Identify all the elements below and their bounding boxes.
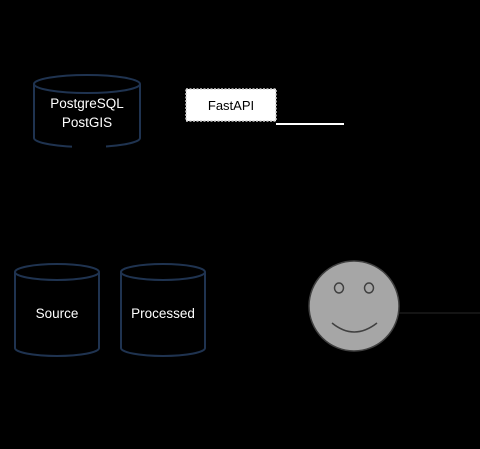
right-eye [363, 282, 375, 294]
postgres-connector-stub [72, 143, 106, 148]
processed-store: Processed [120, 263, 206, 357]
fastapi-label: FastAPI [208, 98, 254, 113]
source-cylinder-top [14, 263, 100, 281]
processed-cylinder-body [120, 272, 206, 357]
left-eye [333, 282, 345, 294]
smiley-face-icon [308, 260, 480, 352]
postgres-database: PostgreSQL PostGIS [33, 74, 141, 148]
processed-cylinder-top [120, 263, 206, 281]
face-circle [308, 260, 400, 352]
source-label: Source [36, 306, 79, 321]
smile-mouth [331, 322, 378, 333]
fastapi-box [185, 88, 277, 122]
postgres-label: PostgreSQL [50, 96, 124, 111]
processed-label: Processed [131, 306, 195, 321]
fastapi-service: FastAPI [185, 88, 344, 125]
postgres-cylinder-top [33, 74, 141, 94]
source-store: Source [14, 263, 100, 357]
postgis-label: PostGIS [62, 115, 112, 130]
source-cylinder-body [14, 272, 100, 357]
